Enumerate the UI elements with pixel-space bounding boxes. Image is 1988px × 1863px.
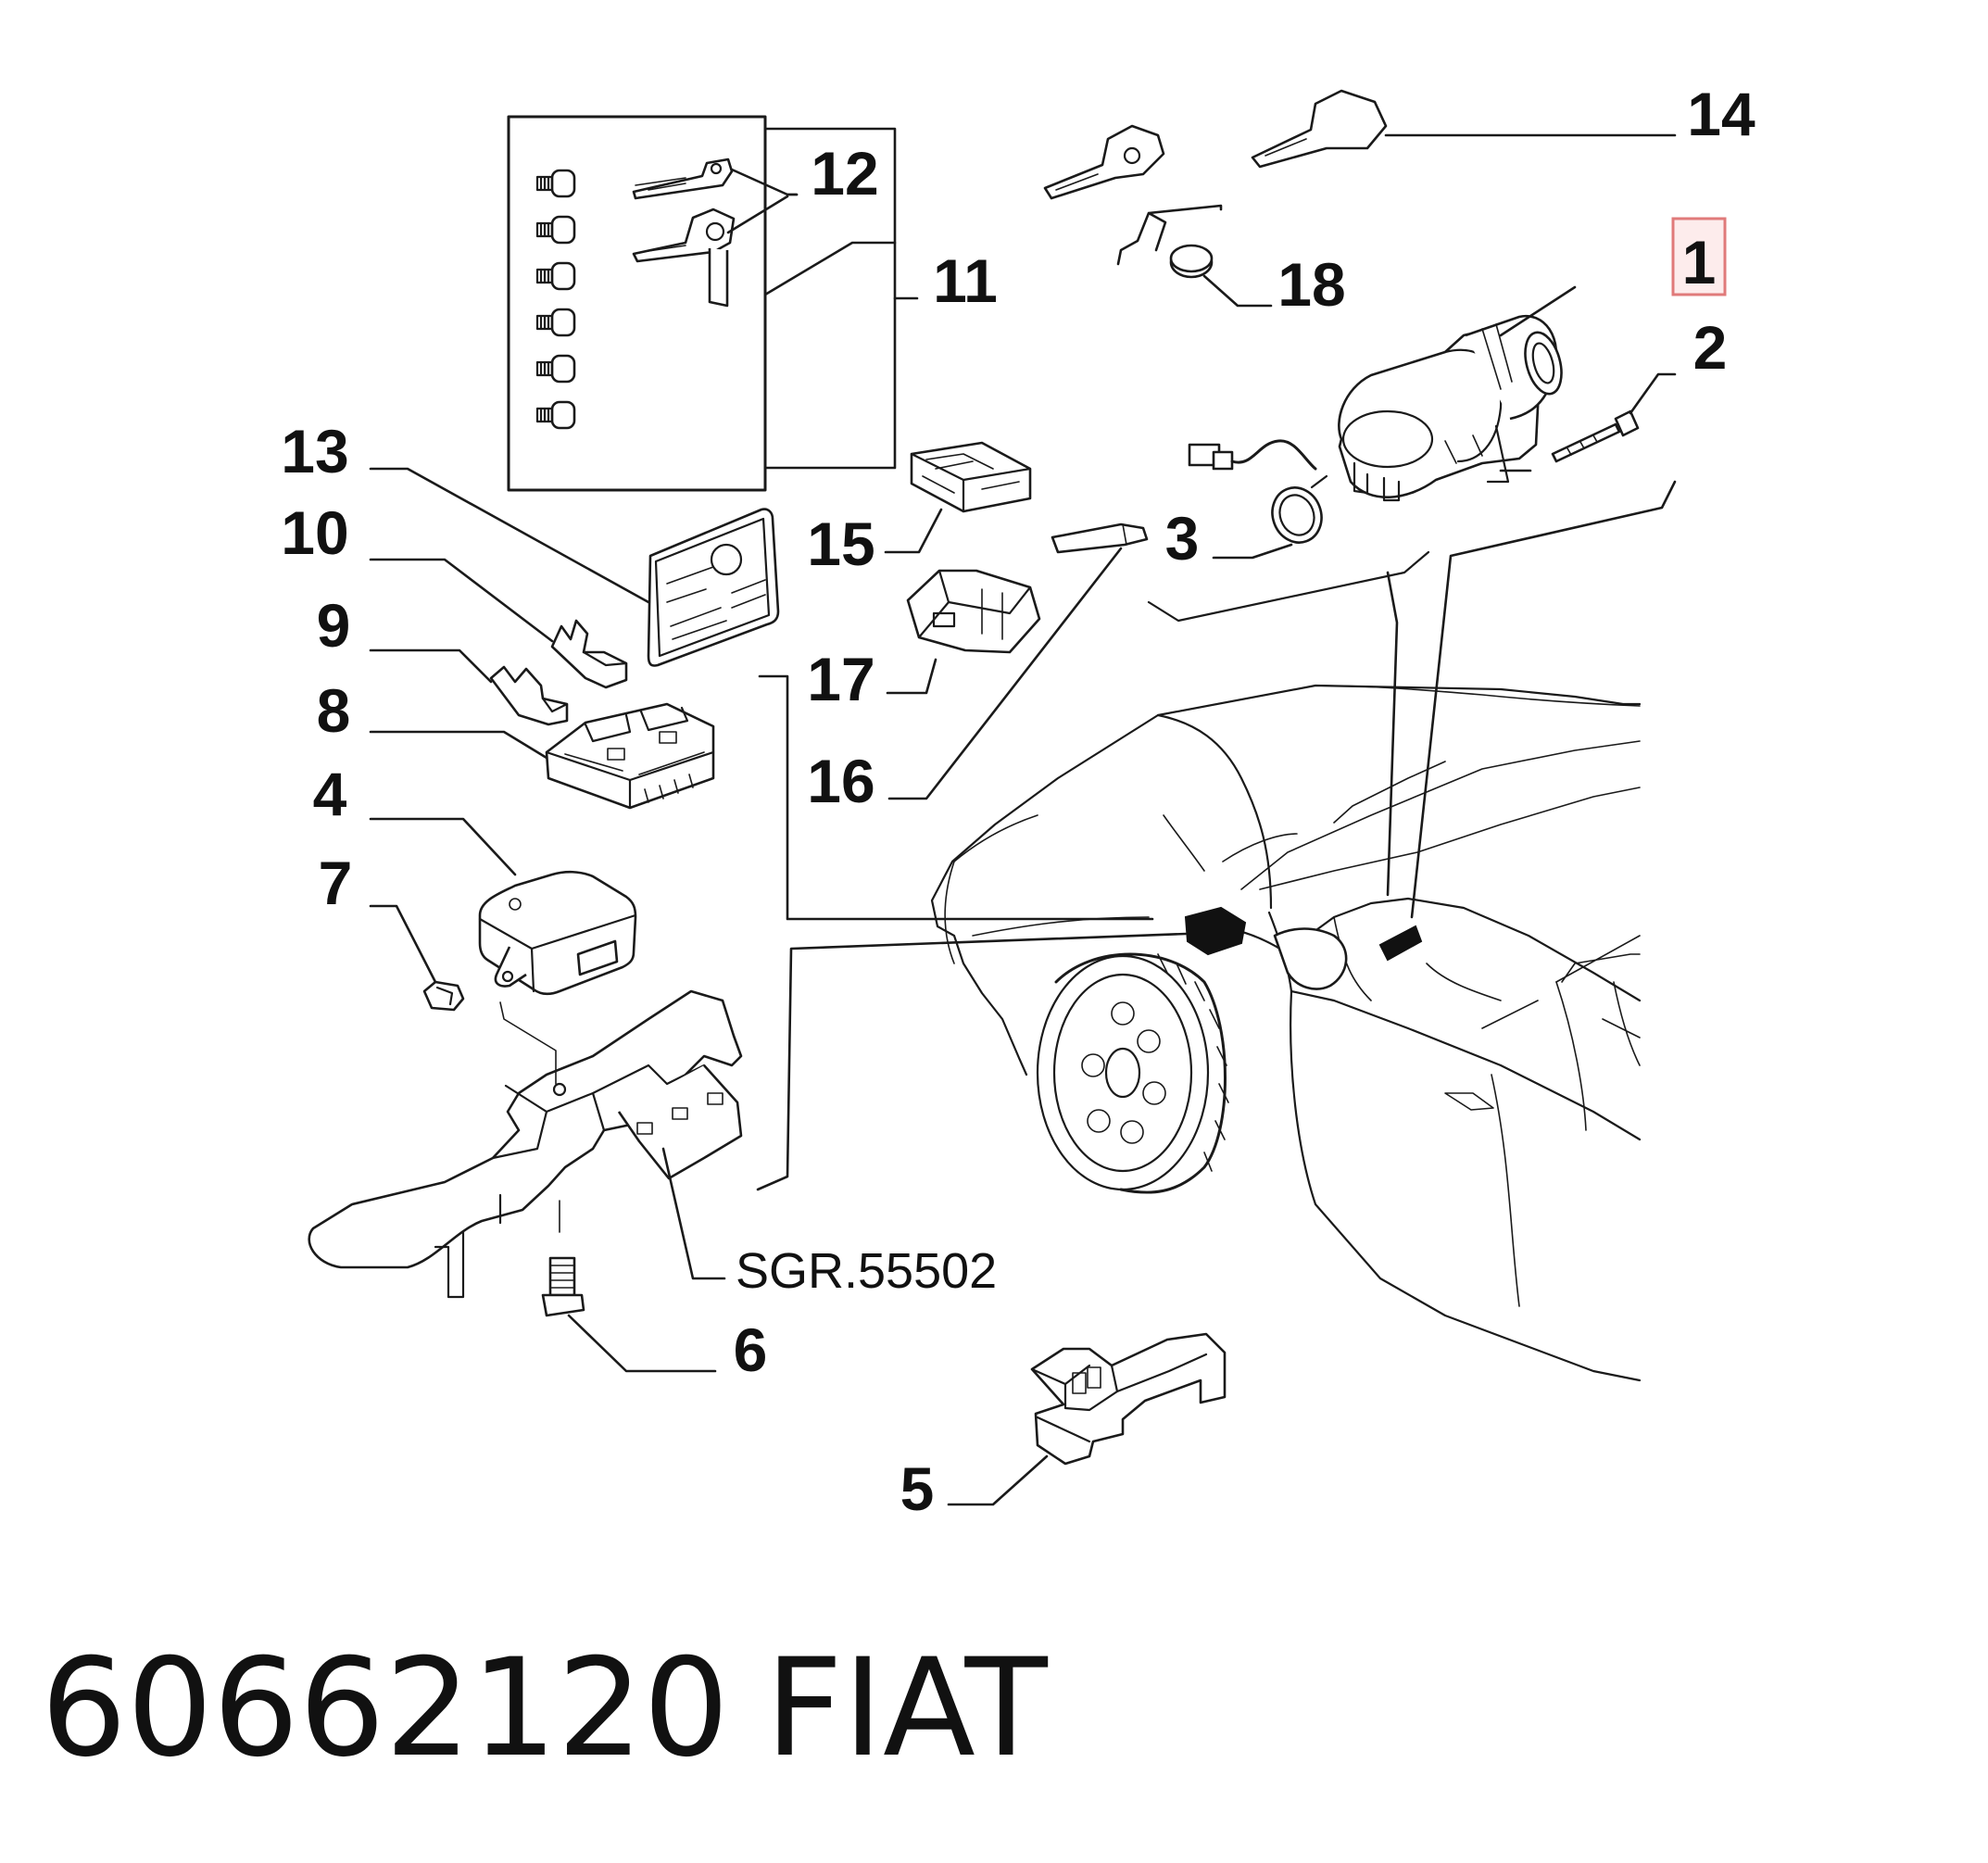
callout-1[interactable]: 1	[1682, 228, 1717, 296]
leader-car-left-b	[756, 932, 1188, 1191]
highlight-box-1	[1671, 217, 1727, 296]
ecu-module-4	[478, 870, 637, 996]
leader-6	[567, 1314, 717, 1373]
leader-18	[1202, 274, 1273, 308]
leader-9	[369, 648, 493, 684]
cap-18	[1169, 244, 1214, 279]
callout-10[interactable]: 10	[281, 498, 348, 567]
bracket-5	[1030, 1332, 1227, 1466]
callout-4[interactable]: 4	[313, 760, 347, 828]
key-right-top	[1251, 89, 1388, 169]
leader-13	[369, 467, 650, 604]
car-outline	[930, 550, 1642, 1382]
leader-3	[1212, 543, 1293, 560]
wire-3	[1188, 439, 1328, 544]
callout-16[interactable]: 16	[807, 747, 874, 815]
fuse-module-8	[545, 702, 715, 810]
callout-8[interactable]: 8	[317, 676, 351, 745]
leader-car-right-b	[1386, 571, 1399, 897]
key-connector-lines	[1116, 204, 1223, 266]
lock-location-marker	[1378, 925, 1423, 962]
kit-box	[507, 115, 919, 492]
leader-car-right-a	[1410, 480, 1677, 919]
connector-17	[906, 569, 1041, 654]
key-left-top	[1043, 124, 1165, 200]
connector-15	[910, 441, 1032, 513]
reference-code[interactable]: SGR.55502	[736, 1243, 997, 1299]
callout-13[interactable]: 13	[281, 417, 348, 485]
leader-car-left-a	[758, 674, 1154, 921]
clip-9	[489, 665, 569, 726]
bolt-6	[541, 1256, 585, 1317]
leader-4	[369, 817, 517, 876]
brand-name: FIAT	[765, 1630, 1049, 1787]
terminal-16	[1051, 522, 1149, 554]
callout-7[interactable]: 7	[319, 849, 353, 917]
leader-8	[369, 730, 548, 760]
ignition-lock-cylinder	[1338, 314, 1563, 502]
callout-2[interactable]: 2	[1693, 313, 1728, 382]
callout-5[interactable]: 5	[900, 1454, 935, 1523]
leader-1	[1499, 285, 1577, 337]
callout-15[interactable]: 15	[807, 510, 874, 578]
kit-key-lower	[632, 208, 736, 308]
callout-14[interactable]: 14	[1687, 80, 1755, 148]
leader-16	[887, 547, 1123, 800]
clip-10	[550, 619, 628, 689]
code-card-13	[647, 508, 780, 667]
callout-18[interactable]: 18	[1277, 250, 1345, 319]
callout-9[interactable]: 9	[317, 591, 351, 660]
mounting-bracket	[308, 989, 743, 1299]
kit-screws	[535, 169, 576, 430]
leader-10	[369, 558, 554, 643]
callout-12[interactable]: 12	[811, 139, 878, 208]
ecu-location-marker	[1184, 906, 1247, 956]
leader-17	[886, 658, 937, 695]
part-number: 60662120	[41, 1630, 729, 1787]
kit-key-upper	[632, 157, 734, 200]
leader-2	[1629, 372, 1677, 415]
leader-7	[369, 904, 437, 984]
screw-2	[1551, 409, 1640, 463]
nut-7	[422, 980, 465, 1012]
leader-sgr	[661, 1147, 726, 1280]
leader-15	[884, 508, 943, 554]
leader-5	[947, 1454, 1049, 1506]
callout-6[interactable]: 6	[734, 1315, 768, 1384]
callout-17[interactable]: 17	[807, 645, 874, 713]
callout-3[interactable]: 3	[1165, 504, 1200, 573]
callout-11[interactable]: 11	[933, 246, 998, 315]
